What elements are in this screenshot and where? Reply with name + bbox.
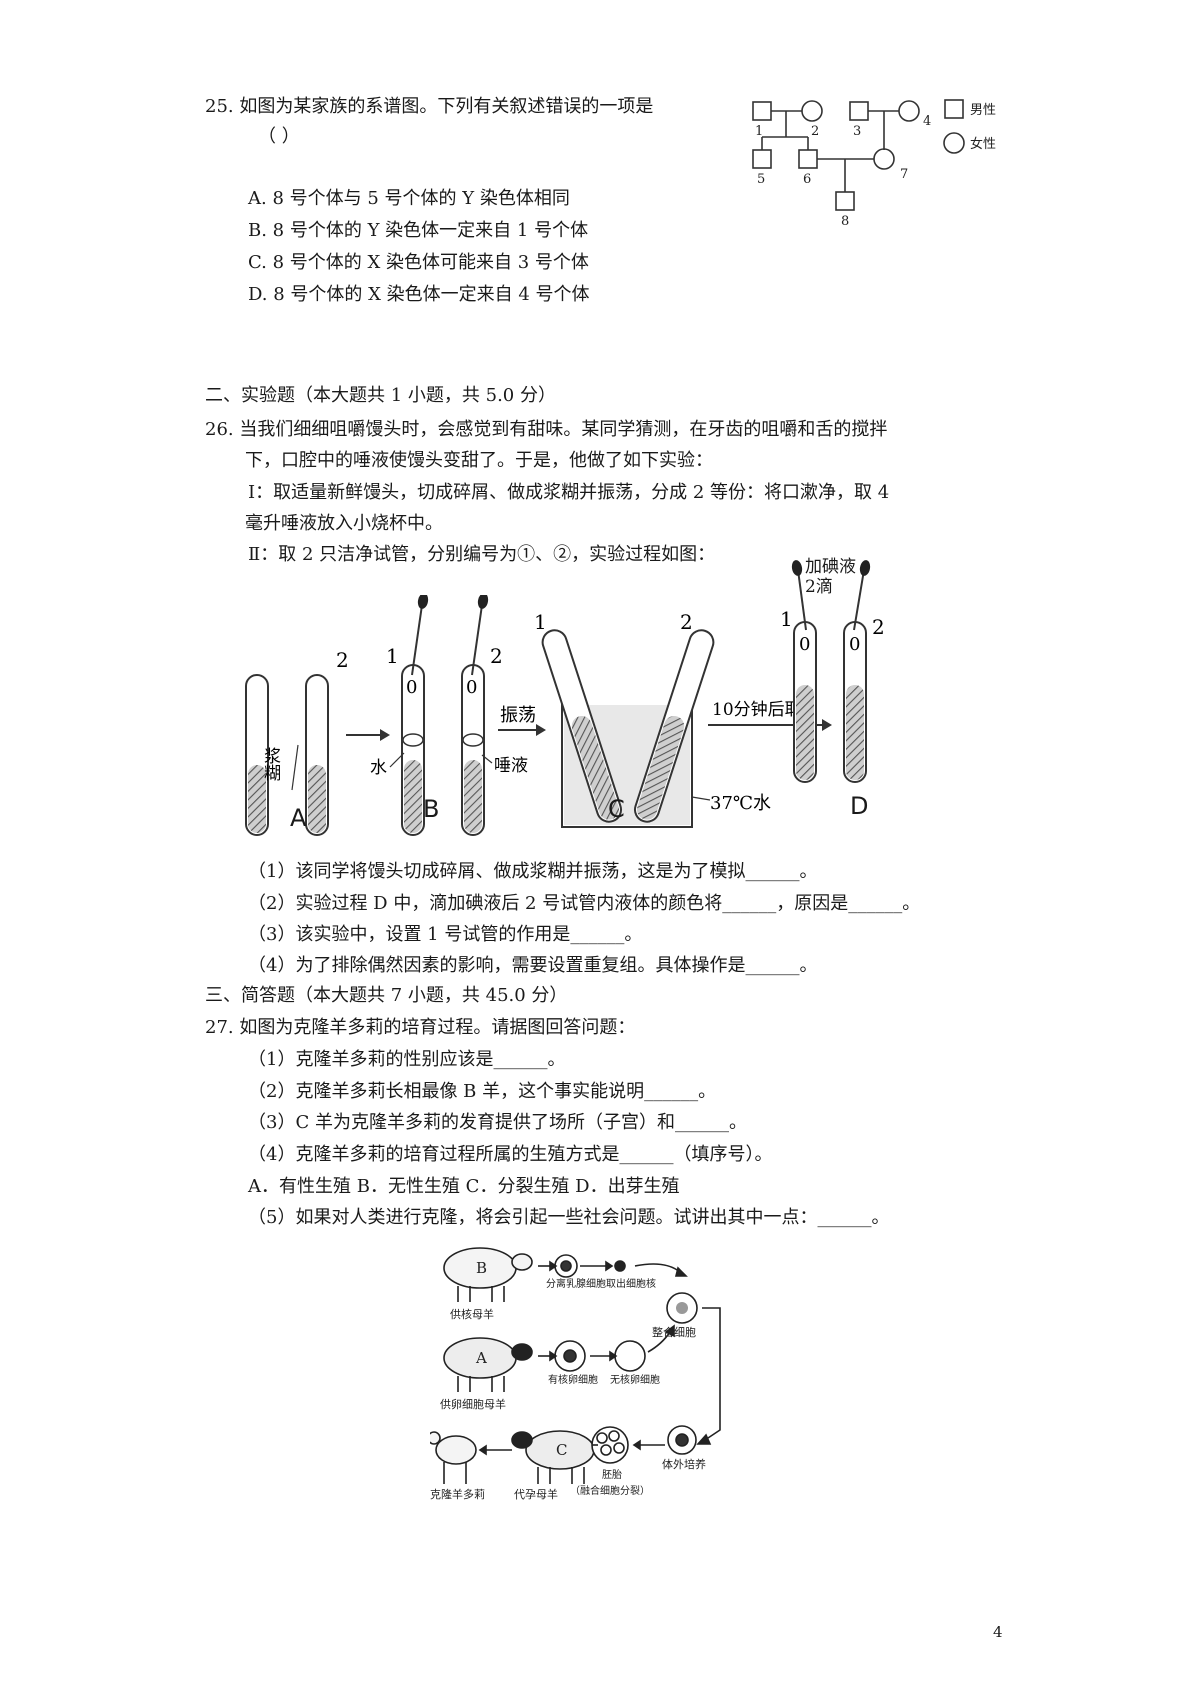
pedigree-male-6 — [798, 149, 818, 169]
panel-b-tube-2-zero: 0 — [466, 677, 477, 698]
q25-option-c: C. 8 号个体的 X 染色体可能来自 3 号个体 — [248, 252, 589, 273]
culture-label: 体外培养 — [662, 1457, 706, 1471]
legend-male-label: 男性 — [970, 103, 996, 118]
enucleated-egg-label: 无核卵细胞 — [610, 1373, 660, 1386]
q27-question-3: （3）C 羊为克隆羊多莉的发育提供了场所（子宫）和______。 — [248, 1112, 747, 1133]
nucleus-label: 取出细胞核 — [606, 1277, 656, 1290]
dolly-label: 克隆羊多莉 — [430, 1487, 485, 1501]
sheep-b-letter: B — [476, 1259, 487, 1277]
water-label: 水 — [370, 758, 387, 778]
pedigree-female-4 — [898, 100, 920, 122]
experiment-figure: 1 2 浆糊 1 0 0 2 水 唾液 振荡 — [240, 595, 832, 836]
embryo-note-label: （融合细胞分裂） — [570, 1484, 650, 1497]
pedigree-male-1 — [752, 101, 772, 121]
cloning-figure: B A C 供核母羊 分离乳腺细胞 取出细胞核 整合细胞 供卵细胞母羊 有核卵细… — [430, 1247, 721, 1501]
panel-c-letter: C — [608, 795, 625, 823]
panel-d-tube-2-label: 2 — [872, 615, 885, 639]
q26-line-5: Ⅱ：取 2 只洁净试管，分别编号为①、②，实验过程如图： — [248, 544, 716, 565]
q26-question-3: （3）该实验中，设置 1 号试管的作用是______。 — [248, 924, 643, 945]
section-3-title: 三、简答题（本大题共 7 小题，共 45.0 分） — [205, 985, 568, 1006]
iodine-label: 加碘液2滴 — [805, 557, 856, 597]
dolly-icon — [430, 1431, 477, 1484]
q25-option-d: D. 8 号个体的 X 染色体一定来自 4 号个体 — [248, 284, 590, 305]
saliva-label: 唾液 — [494, 756, 528, 776]
q27-question-1: （1）克隆羊多莉的性别应该是______。 — [248, 1049, 566, 1070]
q26-question-4: （4）为了排除偶然因素的影响，需要设置重复组。具体操作是______。 — [248, 955, 818, 976]
donor-nucleus-sheep-label: 供核母羊 — [450, 1307, 494, 1321]
pedigree-label-1: 1 — [755, 124, 763, 139]
panel-d-tube-2-zero: 0 — [849, 634, 860, 655]
nucleus-icon — [614, 1260, 626, 1272]
panel-d-tube-1-zero: 0 — [799, 634, 810, 655]
section-2-title: 二、实验题（本大题共 1 小题，共 5.0 分） — [205, 385, 556, 406]
panel-b-tube-1-label: 1 — [386, 644, 399, 668]
panel-b-tubes — [401, 595, 489, 836]
panel-a-tube-1-label: 1 — [240, 654, 243, 678]
bath-label: 37℃水 — [710, 793, 771, 814]
pedigree-label-4: 4 — [923, 114, 931, 129]
q27-question-2: （2）克隆羊多莉长相最像 B 羊，这个事实能说明______。 — [248, 1081, 717, 1102]
q25-option-a: A. 8 号个体与 5 号个体的 Y 染色体相同 — [248, 188, 570, 209]
panel-d-tube-1-label: 1 — [780, 607, 793, 631]
q27-question-4: （4）克隆羊多莉的培育过程所属的生殖方式是______（填序号）。 — [248, 1144, 773, 1165]
panel-a-tubes — [245, 674, 329, 836]
surrogate-sheep-label: 代孕母羊 — [514, 1487, 558, 1501]
q26-question-2: （2）实验过程 D 中，滴加碘液后 2 号试管内液体的颜色将______，原因是… — [248, 893, 921, 914]
sheep-a-icon — [443, 1337, 533, 1392]
legend-male-square — [944, 99, 964, 119]
nucleated-egg-label: 有核卵细胞 — [548, 1373, 598, 1386]
pedigree-label-3: 3 — [853, 124, 861, 139]
experiment-panel-d: 0 0 1 2 — [780, 560, 885, 783]
q27-question-5: （5）如果对人类进行克隆，将会引起一些社会问题。试讲出其中一点：______。 — [248, 1207, 890, 1228]
sheep-c-letter: C — [556, 1441, 567, 1459]
panel-c-tube-2-label: 2 — [680, 610, 693, 634]
q26-question-1: （1）该同学将馒头切成碎屑、做成浆糊并振荡，这是为了模拟______。 — [248, 861, 818, 882]
q27-stem: 27. 如图为克隆羊多莉的培育过程。请据图回答问题： — [205, 1017, 636, 1038]
pedigree-male-8 — [835, 191, 855, 211]
q26-line-2: 下，口腔中的唾液使馒头变甜了。于是，他做了如下实验： — [245, 450, 713, 471]
pedigree-male-5 — [752, 149, 772, 169]
pedigree-female-2 — [801, 100, 823, 122]
sheep-c-icon — [511, 1430, 595, 1484]
embryo-label: 胚胎 — [602, 1468, 622, 1481]
fused-cell-label: 整合细胞 — [652, 1325, 696, 1339]
pedigree-male-3 — [849, 101, 869, 121]
panel-c-beaker — [541, 629, 715, 828]
panel-a-letter: A — [290, 804, 307, 832]
sheep-b-icon — [443, 1247, 533, 1302]
panel-b-tube-1-zero: 0 — [406, 677, 417, 698]
pedigree-label-6: 6 — [803, 172, 811, 187]
q25-answer-paren: （ ） — [258, 126, 300, 147]
panel-d-letter: D — [850, 792, 869, 820]
panel-c-tube-1-label: 1 — [534, 610, 547, 634]
pedigree-diagram: 1 2 3 4 5 6 7 8 男性 女性 — [752, 99, 996, 229]
q26-line-4: 毫升唾液放入小烧杯中。 — [245, 513, 443, 534]
q26-line-3: Ⅰ：取适量新鲜馒头，切成碎屑、做成浆糊并振荡，分成 2 等份：将口漱净，取 4 — [248, 482, 890, 503]
panel-a-tube-2-label: 2 — [336, 648, 349, 672]
egg-donor-sheep-label: 供卵细胞母羊 — [440, 1397, 506, 1411]
take-out-label: 10分钟后取出 — [712, 700, 819, 720]
paste-label: 浆糊 — [260, 747, 281, 782]
pedigree-label-7: 7 — [900, 167, 908, 182]
pedigree-label-2: 2 — [811, 124, 819, 139]
embryo-icon — [591, 1426, 629, 1464]
enucleated-egg-icon — [614, 1340, 646, 1372]
panel-b-letter: B — [423, 795, 440, 823]
q25-stem: 25. 如图为某家族的系谱图。下列有关叙述错误的一项是 — [205, 96, 654, 117]
shake-label: 振荡 — [500, 705, 536, 726]
q25-option-b: B. 8 号个体的 Y 染色体一定来自 1 号个体 — [248, 220, 589, 241]
q26-line-1: 26. 当我们细细咀嚼馒头时，会感觉到有甜味。某同学猜测，在牙齿的咀嚼和舌的搅拌 — [205, 419, 888, 440]
pedigree-label-8: 8 — [841, 214, 849, 229]
sheep-a-letter: A — [475, 1349, 487, 1367]
legend-female-circle — [943, 132, 965, 154]
mammary-cell-label: 分离乳腺细胞 — [546, 1277, 606, 1290]
page-number: 4 — [993, 1623, 1003, 1641]
pedigree-female-7 — [873, 148, 895, 170]
legend-female-label: 女性 — [970, 136, 996, 152]
panel-b-tube-2-label: 2 — [490, 644, 503, 668]
q27-choices: A．有性生殖 B．无性生殖 C．分裂生殖 D．出芽生殖 — [248, 1176, 680, 1197]
pedigree-label-5: 5 — [757, 172, 765, 187]
